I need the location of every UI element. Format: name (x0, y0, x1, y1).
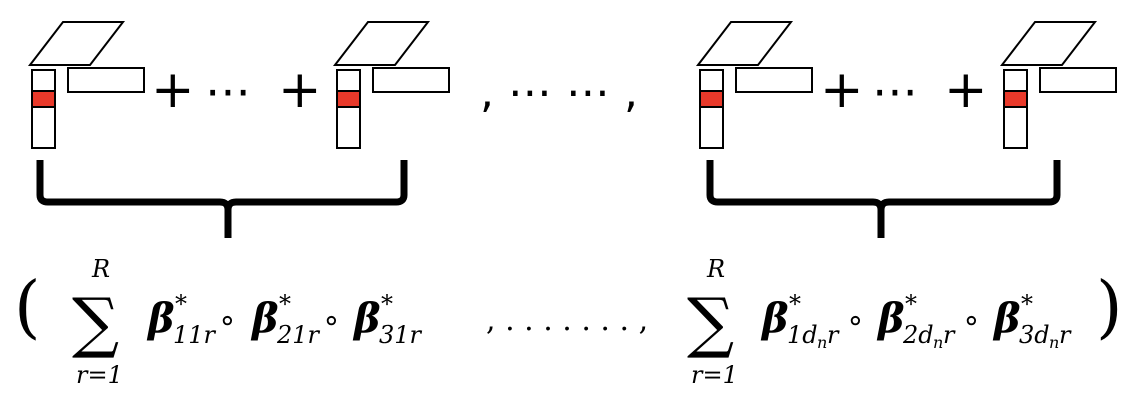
beta-symbol: β (250, 295, 279, 342)
subscript: 2d (902, 321, 934, 349)
mode2-vector (67, 67, 145, 93)
outer-product-terms-2: β * 1d n r ∘ β * 2d n r ∘ β * 3d n r (760, 290, 1072, 352)
subscript-n: n (817, 333, 827, 352)
rank-one-component-4 (999, 21, 1117, 149)
left-brace (36, 160, 408, 238)
circ-operator: ∘ (846, 303, 865, 338)
subscript: 3d (1019, 321, 1050, 349)
plus-sign: + (820, 60, 864, 120)
sum-upper-limit: R (706, 255, 725, 283)
highlight-cell (699, 90, 724, 108)
rank-one-component-3 (695, 21, 813, 149)
subscript: 21r (276, 321, 321, 349)
subscript-r: r (943, 321, 956, 349)
star-superscript: * (789, 290, 801, 318)
mode3-parallelogram (27, 21, 126, 66)
cdots: ⋯ (872, 64, 918, 118)
plus-sign: + (944, 60, 988, 120)
sum-lower-limit: r=1 (76, 361, 123, 389)
star-superscript: * (381, 290, 393, 318)
beta-symbol: β (146, 295, 175, 342)
beta-symbol: β (352, 295, 381, 342)
star-superscript: * (905, 290, 917, 318)
mode1-vector (699, 69, 724, 149)
sum-upper-limit: R (91, 255, 110, 283)
rank-one-component-2 (332, 21, 450, 149)
sum-symbol: ∑ (72, 284, 119, 361)
subscript: 31r (379, 321, 423, 349)
rank-one-component-1 (27, 21, 145, 149)
mode3-parallelogram (695, 21, 794, 66)
cdots: ⋯ (205, 64, 251, 118)
sum-symbol: ∑ (687, 284, 734, 361)
subscript-n: n (933, 333, 943, 352)
beta-symbol: β (876, 295, 905, 342)
circ-operator: ∘ (962, 303, 981, 338)
mode2-vector (372, 67, 450, 93)
highlight-cell (336, 90, 361, 108)
beta-symbol: β (760, 295, 789, 342)
sum-1: R ∑ r=1 (72, 255, 123, 389)
mode1-vector (31, 69, 56, 149)
plus-sign: + (278, 60, 322, 120)
circ-operator: ∘ (218, 303, 237, 338)
highlight-cell (31, 90, 56, 108)
component-separator: , ⋯ ⋯ , (480, 67, 638, 118)
mode3-parallelogram (332, 21, 431, 66)
mode1-vector (1003, 69, 1028, 149)
outer-product-terms-1: β * 11r ∘ β * 21r ∘ β * 31r (146, 290, 423, 349)
mode2-vector (1039, 67, 1117, 93)
subscript-n: n (1049, 333, 1059, 352)
star-superscript: * (175, 290, 187, 318)
beta-symbol: β (992, 295, 1021, 342)
sum-2: R ∑ r=1 (687, 255, 738, 389)
mode2-vector (735, 67, 813, 93)
highlight-cell (1003, 90, 1028, 108)
plus-sign: + (151, 60, 195, 120)
sum-lower-limit: r=1 (691, 361, 738, 389)
subscript: 11r (173, 321, 217, 349)
close-paren: ) (1096, 268, 1123, 347)
mode3-parallelogram (999, 21, 1098, 66)
mode1-vector (336, 69, 361, 149)
circ-operator: ∘ (322, 303, 341, 338)
subscript-r: r (1059, 321, 1072, 349)
middle-ellipsis: , . . . . . . . , (486, 303, 648, 338)
star-superscript: * (279, 290, 291, 318)
star-superscript: * (1021, 290, 1033, 318)
subscript-r: r (827, 321, 840, 349)
open-paren: ( (14, 268, 41, 347)
right-brace (706, 160, 1061, 238)
subscript: 1d (787, 321, 818, 349)
